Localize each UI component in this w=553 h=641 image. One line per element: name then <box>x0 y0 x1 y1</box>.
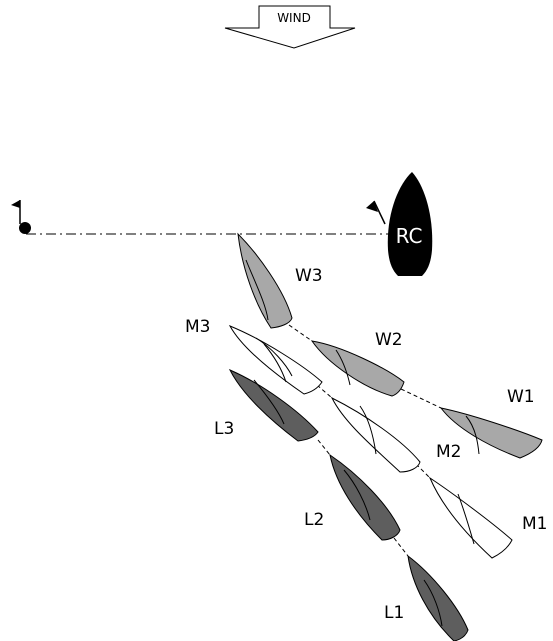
boat-l3 <box>228 368 319 442</box>
boat-label-m3: M3 <box>185 317 210 337</box>
boat-l2 <box>329 453 401 541</box>
committee-boat-icon <box>366 172 433 276</box>
hull <box>330 396 421 473</box>
flag-icon <box>11 200 21 224</box>
boat-w3 <box>237 232 293 329</box>
sail <box>465 415 480 455</box>
hull <box>237 232 293 329</box>
sail <box>253 379 285 425</box>
hull <box>310 340 405 397</box>
hull <box>407 554 469 641</box>
boat-label-w1: W1 <box>507 387 535 407</box>
boat-label-l1: L1 <box>384 603 404 623</box>
wind-arrow-icon <box>224 5 356 49</box>
boat-l1 <box>407 554 469 641</box>
pin-end-mark <box>19 222 31 234</box>
sail <box>359 405 377 455</box>
boat-label-l2: L2 <box>304 510 324 530</box>
boat-label-w2: W2 <box>375 330 403 350</box>
boat-m2 <box>330 396 421 473</box>
sail <box>335 349 351 386</box>
hull <box>439 407 543 459</box>
boat-w1 <box>439 407 543 459</box>
sail <box>245 259 269 321</box>
sail <box>343 469 371 521</box>
committee-boat-label: RC <box>396 224 423 248</box>
hull <box>428 476 513 559</box>
sail <box>255 337 293 377</box>
sail <box>263 343 287 383</box>
boat-label-w3: W3 <box>295 266 323 286</box>
sail <box>423 579 443 627</box>
boat-m1 <box>428 476 513 559</box>
wind-label: WIND <box>277 11 311 25</box>
boat-m3 <box>228 324 323 395</box>
boat-label-m1: M1 <box>522 514 547 534</box>
sail <box>457 493 475 545</box>
hull <box>329 453 401 541</box>
overlap-lines <box>288 324 442 557</box>
boat-label-l3: L3 <box>214 419 234 439</box>
boat-w2 <box>310 340 405 397</box>
boat-label-m2: M2 <box>436 442 461 462</box>
